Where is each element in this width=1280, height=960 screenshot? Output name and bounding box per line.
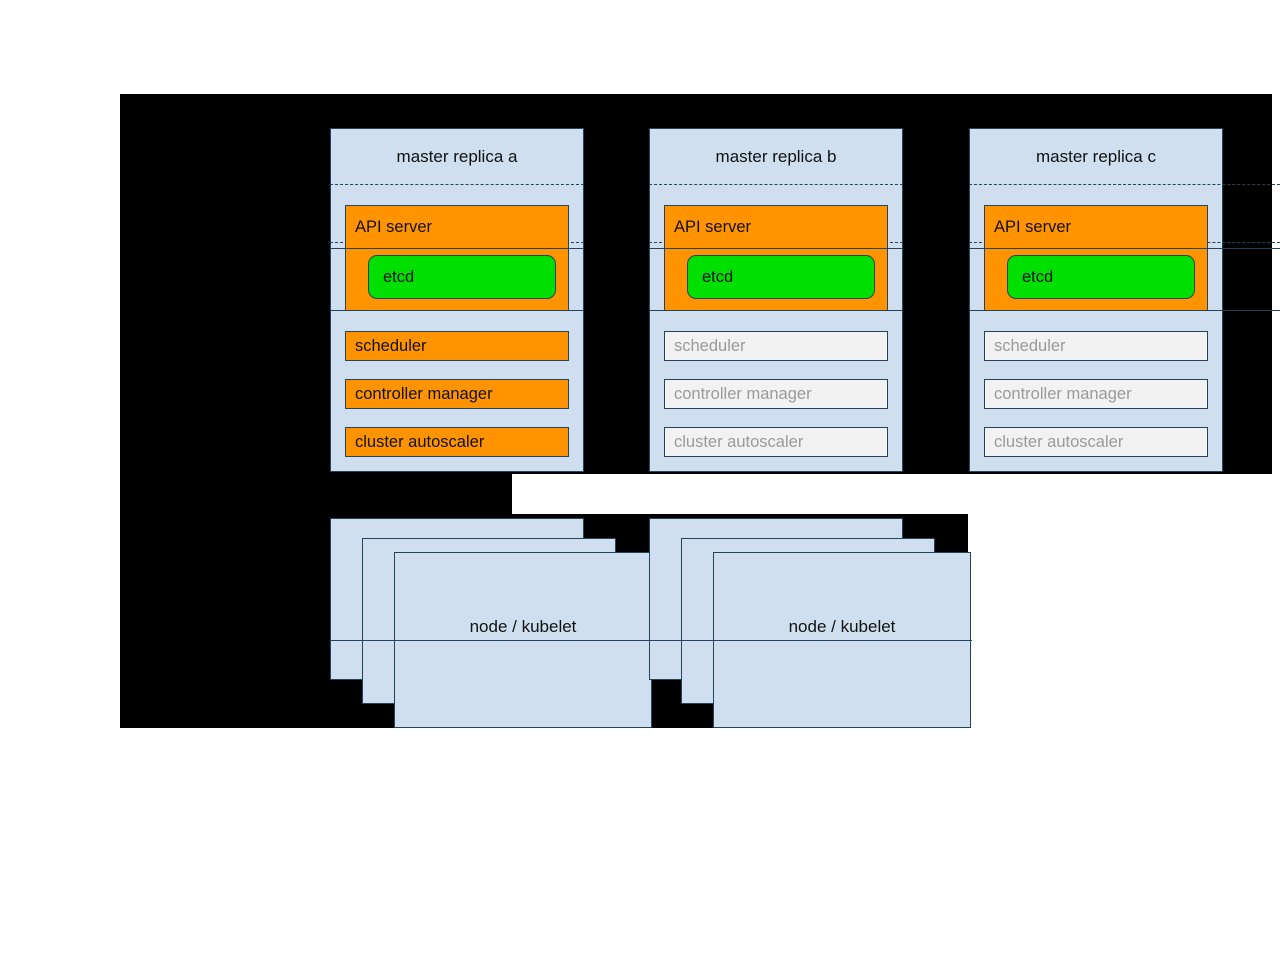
api-server-c[interactable]: API server bbox=[984, 205, 1208, 249]
master-replica-c-title: master replica c bbox=[1036, 147, 1156, 166]
etcd-a[interactable]: etcd bbox=[368, 255, 556, 299]
node-kubelet-1-label: node / kubelet bbox=[469, 617, 577, 636]
cluster-autoscaler-b[interactable]: cluster autoscaler bbox=[664, 427, 888, 457]
canvas-backdrop-middle bbox=[120, 474, 512, 514]
scheduler-b[interactable]: scheduler bbox=[664, 331, 888, 361]
etcd-host-a: etcd bbox=[345, 243, 569, 311]
scheduler-a[interactable]: scheduler bbox=[345, 331, 569, 361]
divider-dashed-c-upper bbox=[969, 184, 1280, 185]
divider-dashed-a-upper bbox=[330, 184, 584, 185]
master-replica-b[interactable]: master replica b API server etcd schedul… bbox=[649, 128, 903, 472]
node-kubelet-2-label: node / kubelet bbox=[788, 617, 896, 636]
master-replica-c[interactable]: master replica c API server etcd schedul… bbox=[969, 128, 1223, 472]
controller-manager-a[interactable]: controller manager bbox=[345, 379, 569, 409]
cluster-autoscaler-a[interactable]: cluster autoscaler bbox=[345, 427, 569, 457]
etcd-c[interactable]: etcd bbox=[1007, 255, 1195, 299]
etcd-b[interactable]: etcd bbox=[687, 255, 875, 299]
master-replica-b-title: master replica b bbox=[715, 147, 837, 166]
cluster-autoscaler-c[interactable]: cluster autoscaler bbox=[984, 427, 1208, 457]
scheduler-c[interactable]: scheduler bbox=[984, 331, 1208, 361]
api-server-a[interactable]: API server bbox=[345, 205, 569, 249]
etcd-host-c: etcd bbox=[984, 243, 1208, 311]
controller-manager-c[interactable]: controller manager bbox=[984, 379, 1208, 409]
master-replica-a-title: master replica a bbox=[396, 147, 518, 166]
controller-manager-b[interactable]: controller manager bbox=[664, 379, 888, 409]
api-server-b[interactable]: API server bbox=[664, 205, 888, 249]
master-replica-a[interactable]: master replica a API server etcd schedul… bbox=[330, 128, 584, 472]
etcd-host-b: etcd bbox=[664, 243, 888, 311]
divider-node-row bbox=[330, 640, 972, 641]
divider-dashed-b-upper bbox=[649, 184, 903, 185]
